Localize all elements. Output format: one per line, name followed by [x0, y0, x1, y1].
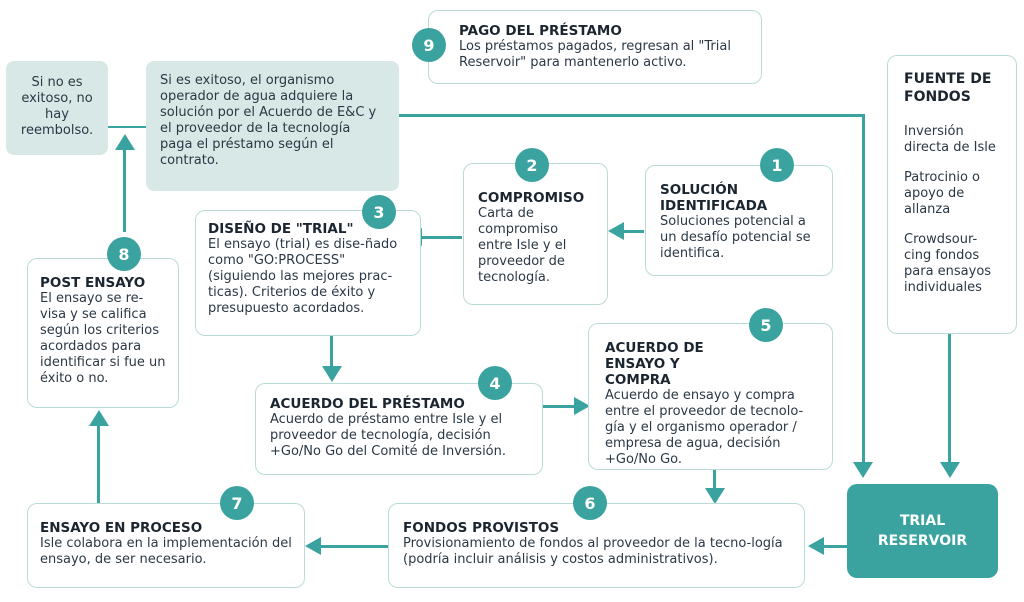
step-4-badge: 4: [478, 366, 512, 400]
funding-item: Patrocinio o apoyo de allanza: [904, 170, 980, 217]
connector-8-to-outcome: [123, 150, 126, 232]
step-1-box: SOLUCIÓN IDENTIFICADA Soluciones potenci…: [645, 165, 833, 276]
arrow-4-to-5: [574, 397, 590, 415]
step-8-title: POST ENSAYO: [40, 275, 146, 291]
step-6-title: FONDOS PROVISTOS: [403, 520, 560, 536]
trial-reservoir: TRIAL RESERVOIR: [847, 484, 998, 578]
step-6-box: FONDOS PROVISTOS Provisionamiento de fon…: [388, 503, 805, 588]
connector-1-to-2: [624, 230, 644, 233]
step-8-badge: 8: [107, 237, 141, 271]
reservoir-line-1: TRIAL: [899, 513, 946, 529]
step-5-badge: 5: [749, 308, 783, 342]
step-8-box: POST ENSAYO El ensayo se re-visa y se ca…: [27, 258, 179, 408]
step-3-box: DISEÑO DE "TRIAL" El ensayo (trial) es d…: [195, 210, 421, 336]
step-9-body: Los préstamos pagados, regresan al "Tria…: [459, 39, 731, 70]
step-6-badge: 6: [573, 486, 607, 520]
step-7-badge: 7: [220, 486, 254, 520]
step-6-body: Provisionamiento de fondos al proveedor …: [403, 536, 783, 567]
connector-outcomes: [108, 126, 146, 128]
step-2-body: Carta de compromiso entre Isle y el prov…: [478, 206, 567, 285]
step-7-box: ENSAYO EN PROCESO Isle colabora en la im…: [27, 503, 305, 588]
connector-4-to-5: [543, 405, 577, 408]
arrow-7-to-8: [89, 410, 109, 426]
step-9-badge: 9: [412, 28, 446, 62]
arrow-3-to-4: [322, 366, 342, 382]
step-9-box: PAGO DEL PRÉSTAMO Los préstamos pagados,…: [428, 10, 762, 84]
arrow-reservoir-to-6: [808, 537, 824, 555]
step-4-title: ACUERDO DEL PRÉSTAMO: [270, 396, 465, 412]
connector-success-to-reservoir-h: [399, 114, 865, 117]
step-9-title: PAGO DEL PRÉSTAMO: [459, 23, 622, 39]
connector-2-to-3: [422, 236, 462, 239]
step-2-title: COMPROMISO: [478, 190, 585, 206]
connector-5-to-6: [713, 470, 716, 488]
arrow-down-to-reservoir: [853, 462, 873, 478]
funding-title: FUENTE DE FONDOS: [904, 71, 992, 105]
step-3-body: El ensayo (trial) es dise-ñado como "GO:…: [208, 237, 398, 316]
step-7-title: ENSAYO EN PROCESO: [40, 520, 203, 536]
arrow-1-to-2: [608, 222, 624, 240]
step-8-body: El ensayo se re-visa y se califica según…: [40, 291, 166, 386]
step-5-body: Acuerdo de ensayo y compra entre el prov…: [605, 388, 804, 467]
connector-7-to-8: [97, 425, 100, 503]
step-4-box: ACUERDO DEL PRÉSTAMO Acuerdo de préstamo…: [255, 383, 543, 475]
step-4-body: Acuerdo de préstamo entre Isle y el prov…: [270, 412, 506, 459]
outcome-success: Si es exitoso, el organismo operador de …: [146, 61, 399, 191]
connector-success-to-reservoir-v: [862, 114, 865, 464]
step-5-box: ACUERDO DE ENSAYO Y COMPRA Acuerdo de en…: [588, 323, 833, 470]
outcome-fail-text: Si no es exitoso, no hay reembolso.: [20, 75, 94, 138]
step-3-badge: 3: [362, 195, 396, 229]
step-5-title: ACUERDO DE ENSAYO Y COMPRA: [605, 340, 704, 388]
funding-item: Crowdsour-cing fondos para ensayos indiv…: [904, 232, 992, 295]
arrow-up-to-outcome: [115, 134, 135, 150]
arrow-funding-to-reservoir: [940, 462, 960, 478]
connector-3-to-4: [330, 336, 333, 366]
arrow-5-to-6: [705, 488, 725, 504]
step-1-body: Soluciones potencial a un desafío potenc…: [660, 214, 811, 261]
funding-box: FUENTE DE FONDOS Inversión directa de Is…: [887, 55, 1017, 334]
connector-funding-v: [948, 334, 951, 464]
step-1-badge: 1: [760, 148, 794, 182]
connector-6-to-7: [320, 545, 388, 548]
arrow-6-to-7: [305, 537, 321, 555]
step-1-title: SOLUCIÓN IDENTIFICADA: [660, 182, 768, 214]
step-3-title: DISEÑO DE "TRIAL": [208, 221, 354, 237]
outcome-success-text: Si es exitoso, el organismo operador de …: [160, 73, 377, 168]
reservoir-line-2: RESERVOIR: [877, 533, 968, 549]
connector-reservoir-to-6: [822, 545, 847, 548]
outcome-fail: Si no es exitoso, no hay reembolso.: [6, 61, 108, 155]
step-2-box: COMPROMISO Carta de compromiso entre Isl…: [463, 163, 608, 305]
funding-item: Inversión directa de Isle: [904, 124, 996, 155]
step-7-body: Isle colabora en la implementación del e…: [40, 536, 292, 567]
step-2-badge: 2: [515, 148, 549, 182]
